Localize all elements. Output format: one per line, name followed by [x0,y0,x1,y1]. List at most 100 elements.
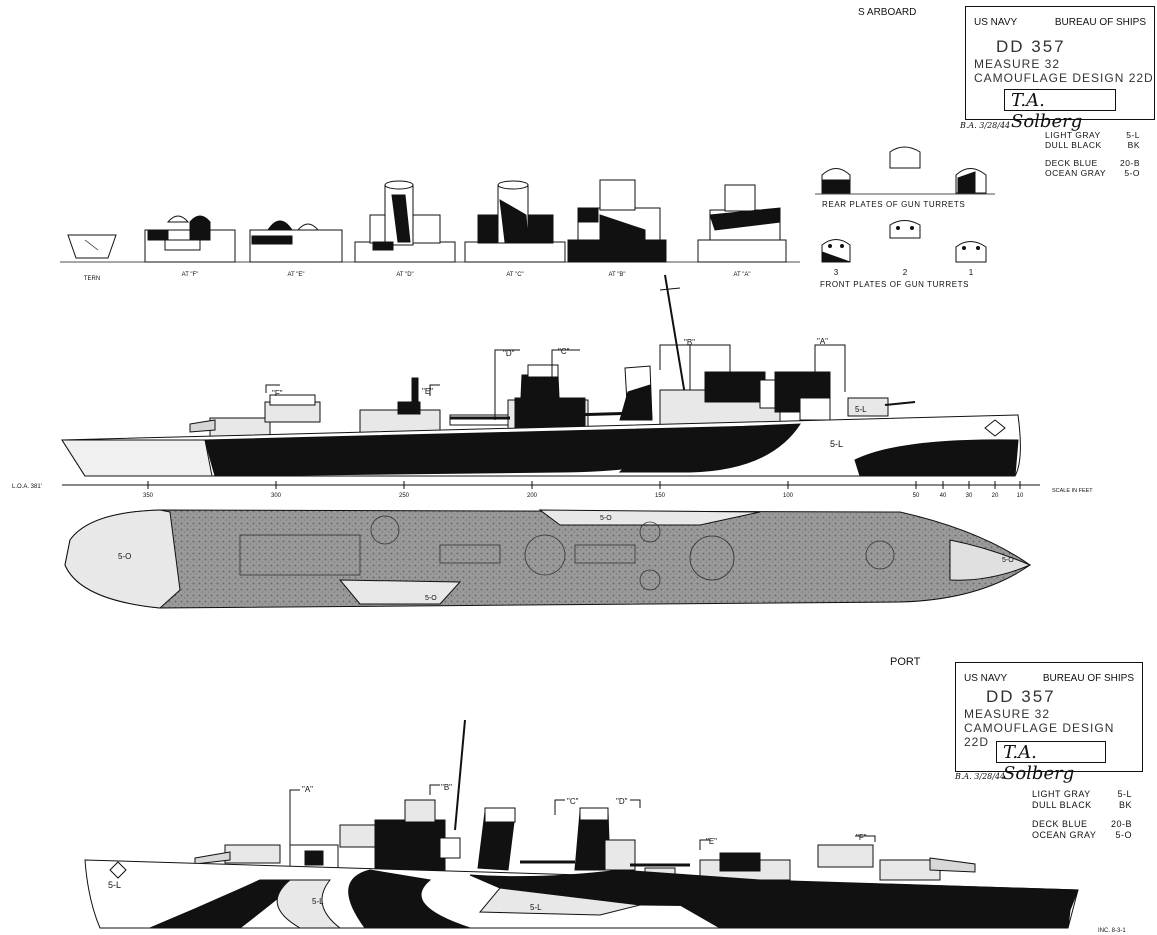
port-stations: "A" "B" "C" "D" "E" "F" [302,783,867,846]
station-marker: "C" [567,797,579,806]
starboard-stations: "F" "E" "D" "C" "B" "A" [272,337,828,398]
legend-row: OCEAN GRAY 5-O [1045,168,1140,178]
turret-number: 3 [834,268,839,277]
scale-tick-label: 200 [527,493,538,499]
color-mark: 5-O [118,552,131,561]
legend-name: DULL BLACK [1032,800,1092,810]
scale-tick-label: 150 [655,493,666,499]
color-mark: BK [320,451,338,465]
deck-marks: 5-O 5-O 5-O 5-O [118,515,1014,602]
measure-label: MEASURE 32 [964,707,1051,721]
section-label: AT "A" [733,272,750,278]
station-marker: "B" [684,338,695,347]
station-marker: "B" [441,783,452,792]
scale-tick-label: 300 [271,493,282,499]
section-at-f [144,215,236,263]
rear-plates-group [815,146,995,195]
legend-code: 5-O [1115,830,1132,840]
scale-tick-label: 50 [913,493,920,499]
lower-title-block: US NAVY BUREAU OF SHIPS DD 357 MEASURE 32… [955,662,1143,784]
section-at-c [464,180,566,263]
rear-plates-label: REAR PLATES OF GUN TURRETS [822,200,965,209]
legend-row: DECK BLUE 20-B [1045,158,1140,168]
section-labels: TERN AT "F" AT "E" AT "D" AT "C" AT "B" … [84,272,751,282]
bureau-label: BUREAU OF SHIPS [1042,673,1134,684]
legend-code: 5-O [1124,168,1140,178]
scale-tick-label: 100 [783,493,794,499]
approval-signature: T.A. Solberg [1004,89,1116,132]
port-profile [84,719,1079,929]
legend-name: OCEAN GRAY [1045,168,1107,178]
front-plates-group [821,220,987,263]
section-at-b [567,179,667,263]
corner-note: INC. 8-3-1 [1098,928,1126,934]
approval-note: B.A. 3/28/44 [960,121,1011,130]
color-mark: 5-O [600,515,612,522]
agency-label: US NAVY [964,673,1008,684]
ship-number: DD 357 [986,687,1056,706]
station-marker: "F" [856,833,867,842]
scale-tick-label: 30 [966,493,973,499]
section-label: AT "B" [608,272,625,278]
starboard-profile [61,274,1021,477]
section-at-a [697,184,787,263]
scale-tick-label: 10 [1017,493,1024,499]
design-label: CAMOUFLAGE DESIGN 22D [974,71,1154,85]
color-mark: 5-L [830,439,843,449]
bureau-label: BUREAU OF SHIPS [1054,17,1146,28]
color-mark: BK [385,899,403,913]
color-mark: BK [720,431,738,445]
color-mark: 5-L [108,880,121,890]
legend-name: DECK BLUE [1032,819,1088,829]
cross-section-row [60,179,800,263]
legend-name: DECK BLUE [1045,158,1098,168]
legend-code: 20-B [1120,158,1140,168]
color-mark: 5-O [425,595,437,602]
section-at-d [354,180,456,263]
legend-name: LIGHT GRAY [1032,789,1091,799]
station-marker: "E" [422,387,433,396]
legend-row: OCEAN GRAY 5-O [1032,830,1132,841]
section-label: AT "D" [396,272,413,278]
approval-signature: T.A. Solberg [996,741,1106,784]
scale-tick-label: 350 [143,493,154,499]
legend-code: BK [1118,800,1132,810]
legend-row: LIGHT GRAY 5-L [1045,130,1140,140]
approval-note: B.A. 3/28/44 [955,772,1006,781]
legend-code: 5-L [1117,789,1132,799]
legend-row: DULL BLACK BK [1032,800,1132,811]
color-mark: BK [928,901,946,915]
legend-name: LIGHT GRAY [1045,130,1101,140]
turret-number: 2 [903,268,908,277]
scale-tick-label: 20 [992,493,999,499]
design-label: CAMOUFLAGE DESIGN 22D [964,721,1115,749]
deck-plan-view [64,509,1032,609]
port-hull-marks: BK BK BK 5-L 5-L 5-L [108,880,946,915]
legend-code: 5-L [1126,130,1140,140]
section-label: AT "E" [287,272,304,278]
measure-label: MEASURE 32 [974,57,1061,71]
section-tern [67,234,117,259]
legend-name: OCEAN GRAY [1032,830,1097,840]
section-label: AT "C" [506,272,523,278]
starboard-hull-marks: BK BK BK 5-L 5-L [320,405,983,471]
scale-tick-label: 40 [940,493,947,499]
legend-row: LIGHT GRAY 5-L [1032,789,1132,800]
turret-number: 1 [969,268,974,277]
section-label: AT "F" [182,272,199,278]
starboard-label: S ARBOARD [858,7,916,18]
legend-name: DULL BLACK [1045,140,1102,150]
agency-label: US NAVY [974,17,1018,28]
color-mark: 5-L [530,903,542,912]
station-marker: "C" [558,347,570,356]
front-plates-label: FRONT PLATES OF GUN TURRETS [820,280,969,289]
station-marker: "D" [503,349,515,358]
section-at-e [249,220,343,263]
